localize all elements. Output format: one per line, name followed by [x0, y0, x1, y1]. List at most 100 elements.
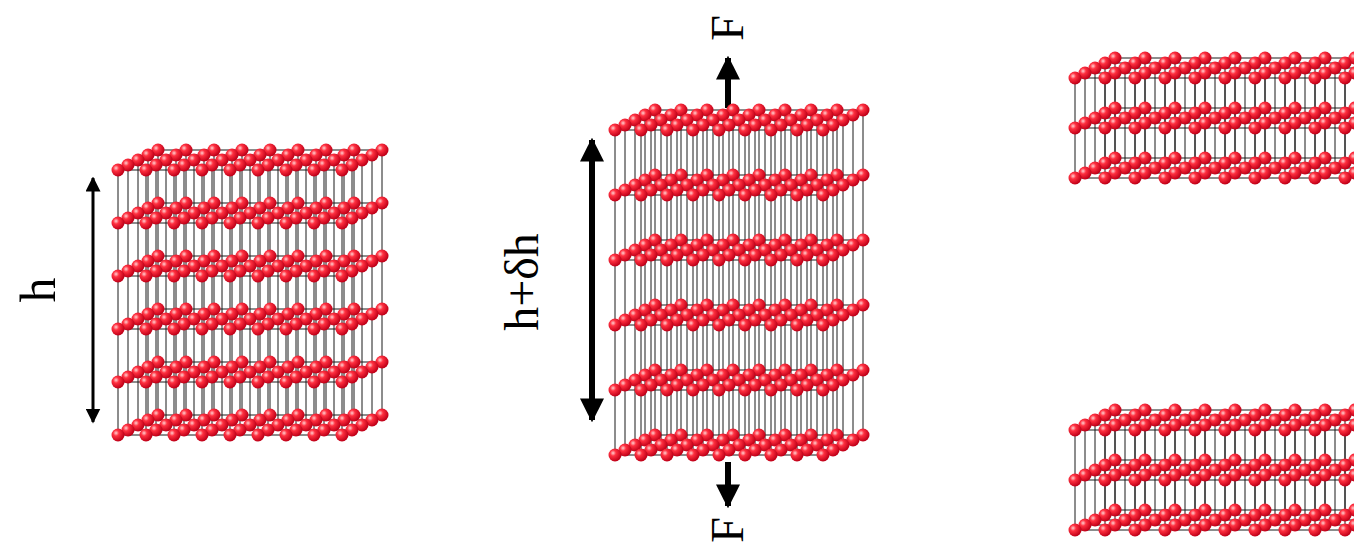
lattice-bond — [863, 110, 864, 175]
atom — [336, 429, 349, 442]
lattice-bond — [1145, 123, 1146, 173]
lattice-bond — [1075, 128, 1076, 178]
atom — [1339, 424, 1352, 437]
lattice-bond — [372, 314, 373, 367]
lattice-bond — [288, 261, 289, 314]
lattice-bond — [362, 319, 363, 372]
lattice-bond — [1195, 480, 1196, 530]
atom — [765, 319, 778, 332]
atom — [252, 429, 265, 442]
force-label-holder: F — [705, 517, 751, 543]
lattice-bond — [372, 261, 373, 314]
force-arrow — [725, 462, 731, 506]
lattice-bond — [615, 325, 616, 390]
lattice-bond — [314, 382, 315, 435]
atom — [112, 217, 125, 230]
lattice-bond — [222, 213, 223, 266]
lattice-bond — [1335, 470, 1336, 520]
lattice-bond — [1195, 128, 1196, 178]
lattice-bond — [1295, 123, 1296, 173]
lattice-bond — [176, 155, 177, 208]
lattice-bond — [1245, 68, 1246, 118]
atom — [308, 217, 321, 230]
lattice-bond — [1095, 118, 1096, 168]
atom — [336, 217, 349, 230]
lattice-bond — [853, 115, 854, 180]
lattice-bond — [242, 309, 243, 362]
atom — [713, 189, 726, 202]
lattice-bond — [1245, 420, 1246, 470]
lattice-bond — [615, 260, 616, 325]
atom — [609, 384, 622, 397]
lattice-bond — [1135, 128, 1136, 178]
atom — [168, 323, 181, 336]
atom — [252, 376, 265, 389]
lattice-bond — [1235, 475, 1236, 525]
lattice-bond — [166, 266, 167, 319]
atom — [1129, 72, 1142, 85]
atom — [1279, 474, 1292, 487]
lattice-bond — [1255, 128, 1256, 178]
lattice-bond — [230, 382, 231, 435]
lattice-bond — [156, 324, 157, 377]
lattice-bond — [278, 160, 279, 213]
lattice-bond — [853, 310, 854, 375]
lattice-bond — [166, 160, 167, 213]
lattice-bond — [298, 203, 299, 256]
atom — [112, 164, 125, 177]
lattice-bond — [258, 276, 259, 329]
atom — [1219, 122, 1232, 135]
lattice-bond — [1255, 480, 1256, 530]
atom — [713, 449, 726, 462]
lattice-bond — [184, 271, 185, 324]
atom — [1159, 524, 1172, 537]
atom — [1189, 72, 1202, 85]
lattice-bond — [260, 314, 261, 367]
lattice-bond — [314, 329, 315, 382]
lattice-bond — [286, 329, 287, 382]
lattice-bond — [853, 180, 854, 245]
lattice-bond — [1325, 475, 1326, 525]
lattice-bond — [138, 213, 139, 266]
atom — [1249, 72, 1262, 85]
lattice-bond — [166, 372, 167, 425]
lattice-bond — [334, 213, 335, 266]
lattice-bond — [354, 362, 355, 415]
lattice-bond — [1215, 118, 1216, 168]
lattice-bond — [186, 203, 187, 256]
lattice-bond — [118, 223, 119, 276]
lattice-bond — [146, 223, 147, 276]
lattice-bond — [1275, 470, 1276, 520]
lattice-bond — [258, 329, 259, 382]
lattice-bond — [1125, 420, 1126, 470]
atom — [1099, 72, 1112, 85]
atom — [252, 270, 265, 283]
lattice-bond — [296, 324, 297, 377]
atom — [1099, 524, 1112, 537]
lattice-bond — [288, 314, 289, 367]
atom — [308, 429, 321, 442]
atom — [1189, 524, 1202, 537]
lattice-bond — [382, 150, 383, 203]
lattice-bond — [1125, 118, 1126, 168]
lattice-bond — [342, 223, 343, 276]
lattice-bond — [204, 367, 205, 420]
lattice-bond — [212, 271, 213, 324]
atom — [196, 270, 209, 283]
lattice-bond — [286, 276, 287, 329]
lattice-bond — [314, 170, 315, 223]
atom — [765, 254, 778, 267]
lattice-bond — [166, 213, 167, 266]
lattice-bond — [174, 329, 175, 382]
lattice-bond — [128, 271, 129, 324]
lattice-bond — [184, 165, 185, 218]
lattice-bond — [138, 266, 139, 319]
lattice-bond — [250, 266, 251, 319]
atom — [112, 376, 125, 389]
lattice-bond — [268, 218, 269, 271]
lattice-bond — [212, 324, 213, 377]
lattice-bond — [354, 309, 355, 362]
lattice-bond — [853, 375, 854, 440]
stretched-lattice-block — [609, 104, 870, 462]
lattice-bond — [1335, 118, 1336, 168]
